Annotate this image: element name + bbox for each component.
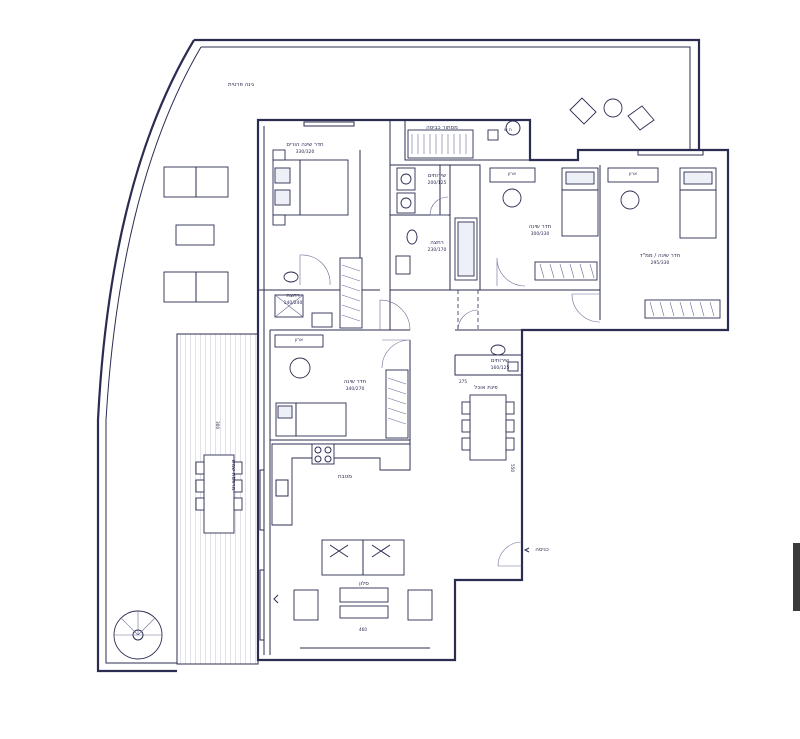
spiral-stair bbox=[113, 610, 163, 660]
entrance-arrow bbox=[523, 547, 530, 553]
terrace-boundary bbox=[96, 38, 701, 673]
bedroom1-desk bbox=[489, 167, 536, 208]
doors bbox=[299, 196, 601, 567]
closet-bedroom1 bbox=[534, 261, 598, 281]
living-arrow bbox=[273, 594, 279, 604]
windows bbox=[259, 121, 704, 641]
label-roof-garden: גינה פרטית bbox=[228, 82, 255, 88]
dining-table bbox=[461, 394, 515, 461]
label-guest-wc: שירותים bbox=[491, 358, 509, 364]
label-storage: מסתור כביסה bbox=[426, 125, 458, 131]
size-guest-wc: 160/125 bbox=[491, 365, 510, 371]
label-master-bedroom: חדר שינה הורים bbox=[286, 142, 324, 148]
label-living: סלון bbox=[359, 580, 369, 587]
closet-tag-2: ארון bbox=[629, 172, 637, 177]
closet-bedroom2 bbox=[644, 299, 721, 319]
bedroom2-desk bbox=[607, 167, 659, 210]
parents-bath-fixtures bbox=[274, 271, 333, 328]
label-bedroom-2: חדר שינה / ממ"ד bbox=[640, 253, 681, 259]
size-services: 200/125 bbox=[428, 180, 447, 186]
label-entrance: כניסה bbox=[535, 547, 549, 553]
label-storage-tag: ח.ש bbox=[504, 128, 512, 133]
label-parents-bath: רחצה bbox=[286, 293, 300, 299]
label-bedroom-3: חדר שינה bbox=[344, 379, 367, 385]
size-bedroom-1: 300/330 bbox=[531, 231, 550, 237]
scrollbar-tab[interactable] bbox=[793, 543, 800, 611]
label-dining: פינת אוכל bbox=[474, 384, 498, 391]
living-sofa bbox=[321, 539, 405, 576]
label-bath: רחצה bbox=[430, 240, 444, 246]
bedroom1-bed bbox=[561, 167, 599, 237]
size-master-bedroom: 330/320 bbox=[296, 149, 315, 155]
size-bedroom-2: 295/330 bbox=[651, 260, 670, 266]
closet-tag-3: ארון bbox=[295, 338, 303, 343]
dim-dining: 275 bbox=[459, 379, 467, 384]
bedroom3-bed bbox=[275, 402, 347, 437]
bath-fixtures bbox=[395, 217, 478, 281]
label-balcony: מרפסת שמש bbox=[230, 460, 236, 491]
label-bedroom-1: חדר שינה bbox=[529, 224, 552, 230]
living-coffee-table bbox=[339, 587, 389, 619]
laundry-area bbox=[407, 120, 521, 159]
dim-balcony-width: 300 bbox=[215, 421, 220, 429]
living-armchairs bbox=[293, 589, 433, 621]
kitchen-counter bbox=[271, 443, 411, 526]
services-fixtures bbox=[396, 167, 416, 214]
dim-side: 550 bbox=[510, 464, 515, 472]
balcony-dining-table bbox=[195, 454, 243, 534]
terrace-chairs bbox=[569, 97, 655, 131]
bedroom3-desk bbox=[274, 334, 324, 379]
dim-living-width: 460 bbox=[359, 627, 367, 632]
bedroom2-bed bbox=[679, 167, 717, 239]
size-bedroom-3: 340/270 bbox=[346, 386, 365, 392]
master-bed bbox=[272, 149, 349, 226]
size-bath: 230/170 bbox=[428, 247, 447, 253]
closet-master bbox=[339, 257, 363, 329]
guest-wc-fixtures bbox=[490, 344, 519, 372]
label-services: שירותים bbox=[428, 173, 446, 179]
closet-tag-1: ארון bbox=[508, 172, 516, 177]
closet-bedroom3 bbox=[385, 369, 409, 439]
label-kitchen: מטבח bbox=[338, 474, 352, 480]
size-parents-bath: 140/240 bbox=[284, 300, 303, 306]
terrace-loungers bbox=[163, 166, 229, 303]
apartment-walls bbox=[256, 118, 730, 662]
